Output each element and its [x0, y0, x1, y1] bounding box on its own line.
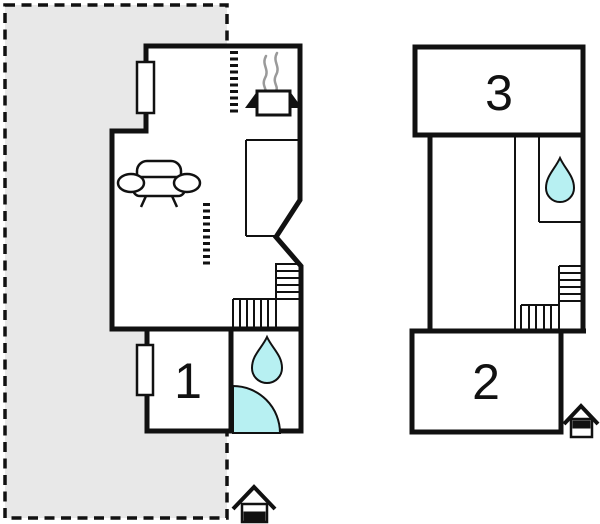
entrance-house-icon: [231, 484, 277, 524]
stove-pot-icon: [245, 51, 302, 117]
room-2-walls: [409, 328, 564, 435]
room-label-2: 2: [472, 354, 500, 410]
left-plan-interior-walls: [110, 326, 301, 431]
closet-walls: [245, 139, 299, 237]
water-drop-icon: [544, 155, 576, 203]
water-drop-icon: [250, 334, 284, 384]
room-label-1: 1: [174, 353, 202, 409]
window-icon: [135, 60, 156, 115]
shower-quarter-icon: [232, 384, 282, 434]
room-label-3: 3: [485, 65, 513, 121]
right-plan-interior-walls: [514, 135, 581, 330]
sofa-icon: [116, 159, 202, 208]
room-3-walls: [412, 44, 586, 138]
right-floor-plan: 3 2: [409, 44, 586, 435]
left-floor-plan: 1: [109, 43, 304, 434]
entrance-house-icon: [562, 403, 600, 439]
stairs-icon: [232, 263, 299, 327]
window-icon: [135, 343, 155, 397]
stairs-icon: [520, 265, 581, 330]
